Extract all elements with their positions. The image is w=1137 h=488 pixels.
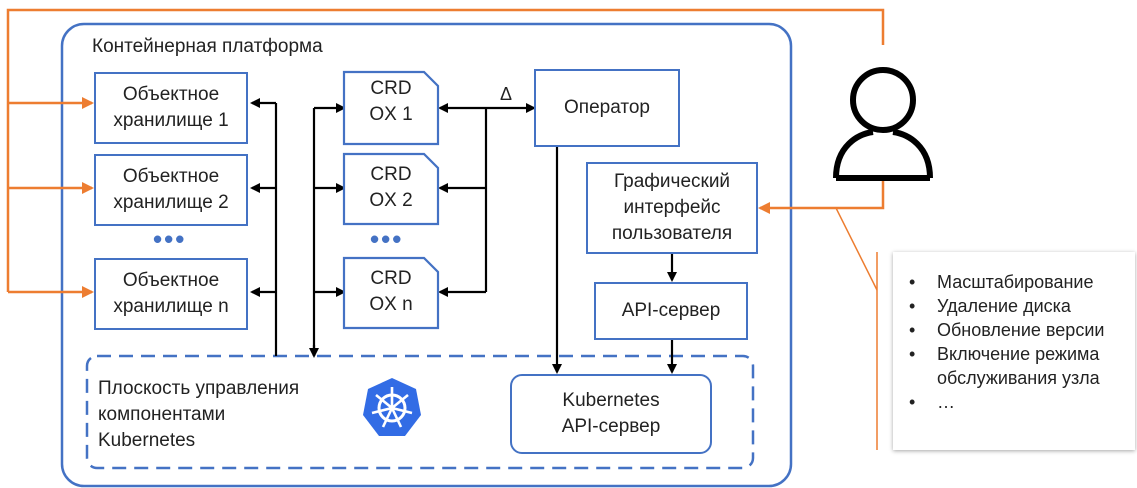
gui-line1: Графический <box>613 171 731 192</box>
operator-crd-links <box>438 103 536 297</box>
storage-box-line1: Объектное <box>122 270 220 291</box>
crd-box-1: CRD OX 1 <box>344 76 438 128</box>
storage-box-line2: хранилище 1 <box>113 110 229 131</box>
gui-box: Графический интерфейс пользователя <box>586 162 758 254</box>
action-item-version-update: Обновление версии <box>903 318 1135 342</box>
platform-container <box>60 22 793 488</box>
storage-box-line2: хранилище 2 <box>113 192 229 213</box>
crd-bus <box>309 103 346 358</box>
storage-box-n: Объектное хранилище n <box>94 258 248 330</box>
k8s-api-line2: API-сервер <box>561 416 661 437</box>
crd-line2: OX n <box>369 294 413 315</box>
platform-title: Контейнерная платформа <box>92 36 323 57</box>
action-item-more: … <box>903 390 1135 414</box>
storage-box-line2: хранилище n <box>113 296 229 317</box>
user-to-storage-lines <box>6 8 885 298</box>
storage-box-1: Объектное хранилище 1 <box>94 72 248 144</box>
crd-ellipsis: ••• <box>370 224 404 254</box>
action-item-maintenance-mode-cont: обслуживания узла <box>937 368 1100 388</box>
control-plane-line1: Плоскость управления <box>98 378 300 399</box>
crd-line1: CRD <box>370 164 412 185</box>
action-item-disk-removal: Удаление диска <box>903 294 1135 318</box>
gui-line3: пользователя <box>611 223 733 244</box>
control-plane-area <box>85 354 755 470</box>
delta-label: Δ <box>500 84 513 104</box>
control-plane-line2: компонентами <box>98 404 226 425</box>
crd-box-2: CRD OX 2 <box>344 162 438 214</box>
k8s-api-line1: Kubernetes <box>562 390 660 411</box>
crd-shape-n <box>342 256 440 330</box>
crd-shape-2 <box>342 152 440 226</box>
storage-box-line1: Объектное <box>122 84 220 105</box>
gui-line2: интерфейс <box>623 197 721 218</box>
storage-box-2: Объектное хранилище 2 <box>94 154 248 226</box>
control-plane-line3: Kubernetes <box>98 430 196 451</box>
action-item-scaling: Масштабирование <box>903 270 1135 294</box>
storage-bus <box>250 98 278 356</box>
crd-shape-1 <box>342 70 440 146</box>
crd-line1: CRD <box>370 268 412 289</box>
storage-box-line1: Объектное <box>122 166 220 187</box>
operator-box: Оператор <box>534 69 680 147</box>
user-icon <box>833 67 933 181</box>
k8s-api-server-box: Kubernetes API-сервер <box>510 374 712 454</box>
operator-label: Оператор <box>564 97 650 118</box>
api-server-box: API-сервер <box>594 282 748 340</box>
crd-line2: OX 1 <box>369 104 413 125</box>
kubernetes-logo-icon <box>363 378 421 436</box>
storage-ellipsis: ••• <box>153 224 187 254</box>
api-server-label: API-сервер <box>621 300 721 321</box>
crd-box-n: CRD OX n <box>344 266 438 318</box>
actions-callout-line <box>835 207 878 291</box>
control-plane-label: Плоскость управления компонентами Kubern… <box>98 376 299 454</box>
actions-panel: Масштабирование Удаление диска Обновлени… <box>893 252 1135 450</box>
crd-line2: OX 2 <box>369 190 413 211</box>
crd-line1: CRD <box>370 78 412 99</box>
action-item-maintenance-mode: Включение режима <box>903 342 1135 366</box>
